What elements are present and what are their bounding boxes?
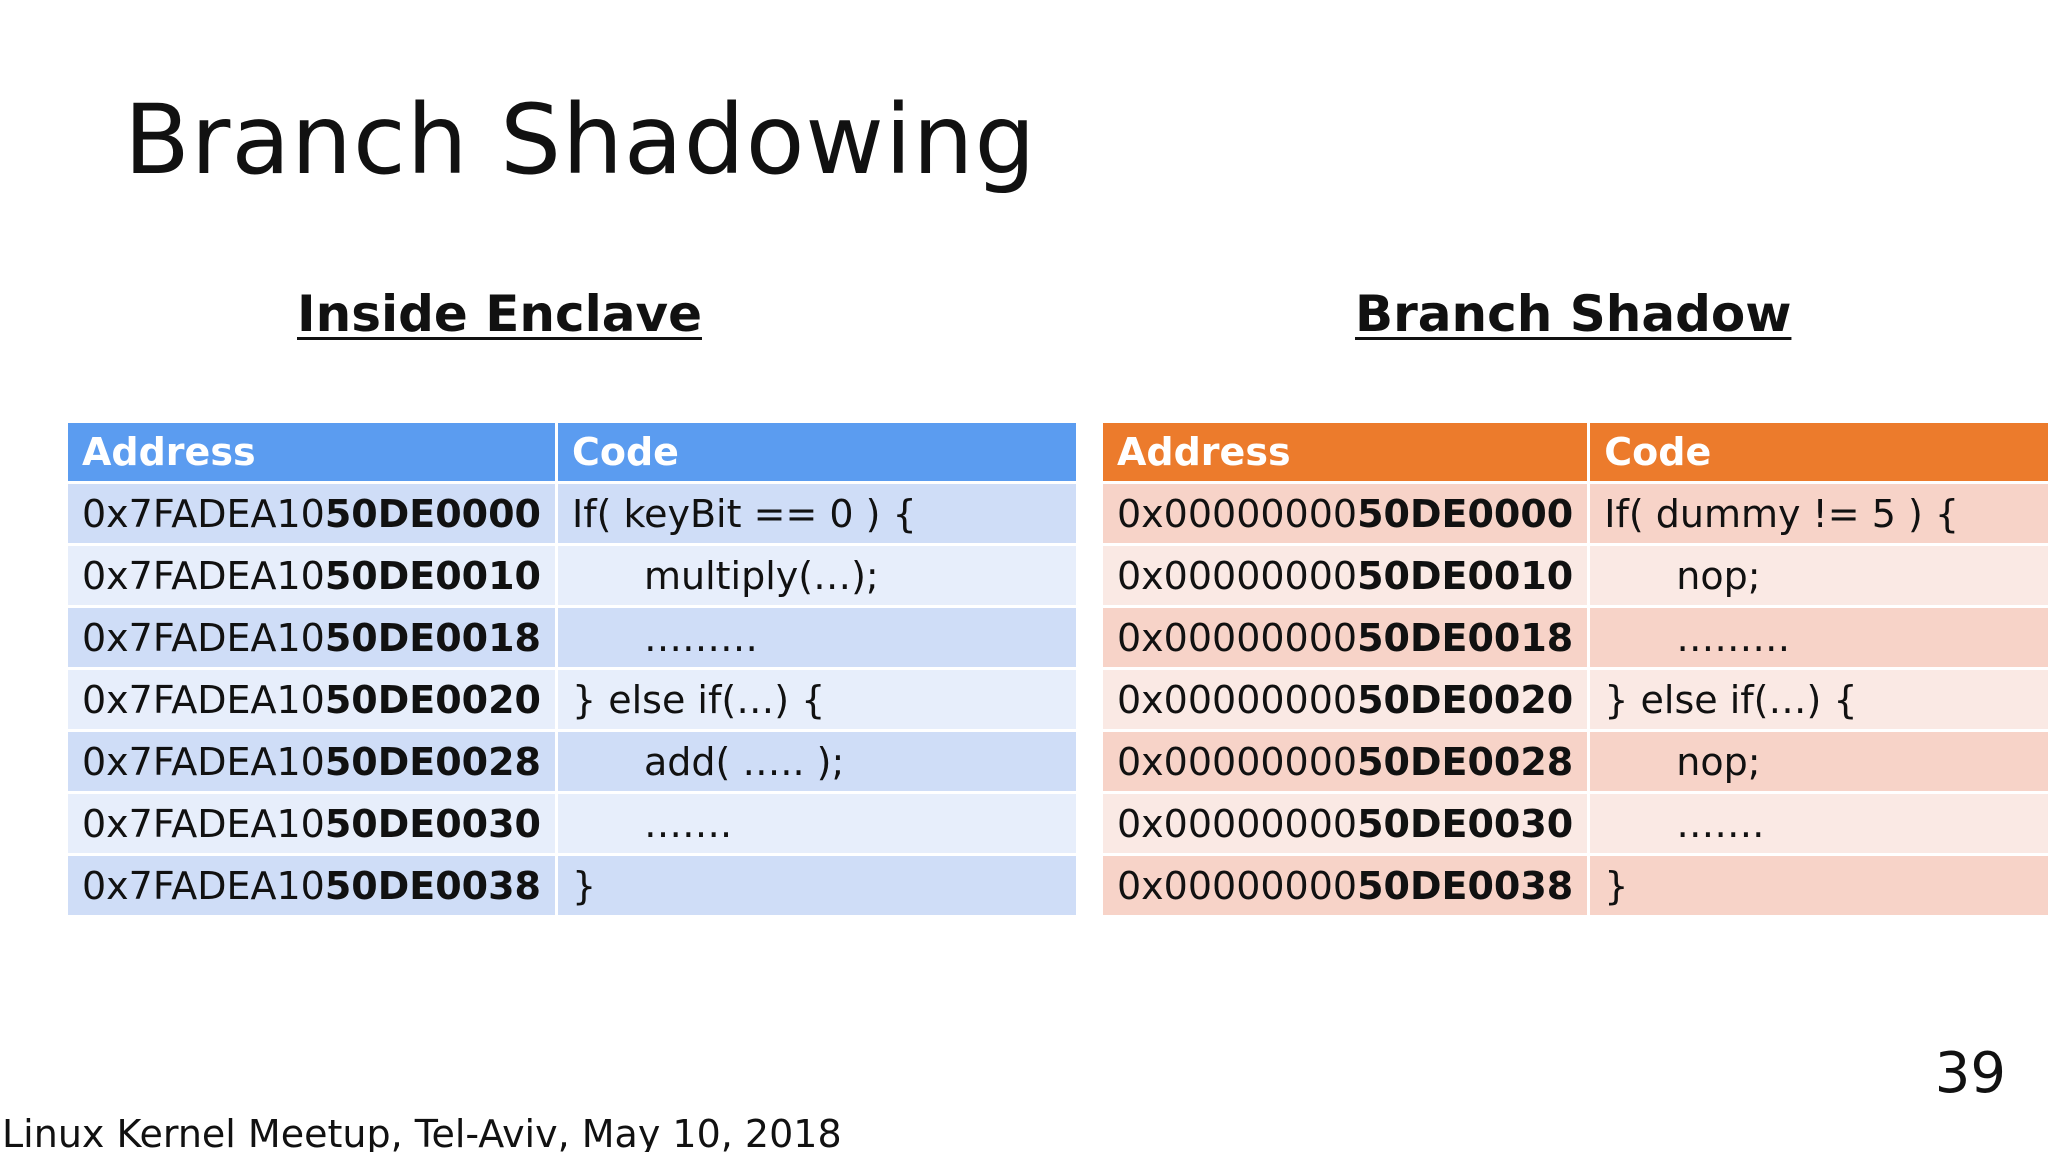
address-suffix: 50DE0038 bbox=[1357, 863, 1574, 908]
address-cell: 0x7FADEA1050DE0010 bbox=[68, 546, 558, 605]
code-cell: nop; bbox=[1590, 546, 2048, 605]
address-cell: 0x0000000050DE0018 bbox=[1103, 608, 1591, 667]
table-row: 0x7FADEA1050DE0000 If( keyBit == 0 ) { bbox=[68, 484, 1076, 543]
table-row: 0x0000000050DE0038 } bbox=[1103, 856, 2048, 915]
address-column-header: Address bbox=[1103, 423, 1591, 481]
address-suffix: 50DE0018 bbox=[324, 615, 541, 660]
code-cell: } bbox=[1590, 856, 2048, 915]
code-cell: nop; bbox=[1590, 732, 2048, 791]
table-row: 0x7FADEA1050DE0028 add( ….. ); bbox=[68, 732, 1076, 791]
code-cell: If( dummy != 5 ) { bbox=[1590, 484, 2048, 543]
address-cell: 0x0000000050DE0030 bbox=[1103, 794, 1591, 853]
address-suffix: 50DE0000 bbox=[1357, 491, 1574, 536]
address-suffix: 50DE0000 bbox=[324, 491, 541, 536]
code-cell: ……… bbox=[1590, 608, 2048, 667]
address-prefix: 0x7FADEA10 bbox=[82, 739, 325, 784]
address-prefix: 0x00000000 bbox=[1117, 677, 1358, 722]
address-prefix: 0x00000000 bbox=[1117, 739, 1358, 784]
code-cell: ……. bbox=[557, 794, 1076, 853]
table-row: 0x7FADEA1050DE0018 ……… bbox=[68, 608, 1076, 667]
address-cell: 0x7FADEA1050DE0020 bbox=[68, 670, 558, 729]
address-suffix: 50DE0028 bbox=[1357, 739, 1574, 784]
table-row: 0x7FADEA1050DE0010 multiply(…); bbox=[68, 546, 1076, 605]
code-cell: } else if(…) { bbox=[557, 670, 1076, 729]
address-suffix: 50DE0020 bbox=[1357, 677, 1574, 722]
table-row: 0x0000000050DE0000 If( dummy != 5 ) { bbox=[1103, 484, 2048, 543]
address-cell: 0x7FADEA1050DE0018 bbox=[68, 608, 558, 667]
table-row: 0x0000000050DE0020 } else if(…) { bbox=[1103, 670, 2048, 729]
slide-footer: Linux Kernel Meetup, Tel-Aviv, May 10, 2… bbox=[2, 1112, 842, 1152]
slide-title: Branch Shadowing bbox=[124, 84, 1037, 196]
address-suffix: 50DE0010 bbox=[324, 553, 541, 598]
address-prefix: 0x7FADEA10 bbox=[82, 863, 325, 908]
address-prefix: 0x00000000 bbox=[1117, 863, 1358, 908]
inside-enclave-table: Address Code 0x7FADEA1050DE0000 If( keyB… bbox=[68, 420, 1076, 918]
code-cell: If( keyBit == 0 ) { bbox=[557, 484, 1076, 543]
address-cell: 0x0000000050DE0010 bbox=[1103, 546, 1591, 605]
address-prefix: 0x00000000 bbox=[1117, 491, 1358, 536]
table-row: 0x7FADEA1050DE0038 } bbox=[68, 856, 1076, 915]
address-suffix: 50DE0030 bbox=[1357, 801, 1574, 846]
address-suffix: 50DE0038 bbox=[324, 863, 541, 908]
table-row: 0x7FADEA1050DE0030 ……. bbox=[68, 794, 1076, 853]
inside-enclave-heading: Inside Enclave bbox=[297, 285, 702, 343]
code-column-header: Code bbox=[557, 423, 1076, 481]
address-cell: 0x7FADEA1050DE0028 bbox=[68, 732, 558, 791]
code-cell: } else if(…) { bbox=[1590, 670, 2048, 729]
address-suffix: 50DE0028 bbox=[324, 739, 541, 784]
branch-shadow-heading: Branch Shadow bbox=[1355, 285, 1792, 343]
code-cell: ……… bbox=[557, 608, 1076, 667]
code-cell: } bbox=[557, 856, 1076, 915]
address-cell: 0x7FADEA1050DE0038 bbox=[68, 856, 558, 915]
address-suffix: 50DE0020 bbox=[324, 677, 541, 722]
table-row: 0x0000000050DE0030 ……. bbox=[1103, 794, 2048, 853]
address-cell: 0x0000000050DE0038 bbox=[1103, 856, 1591, 915]
address-cell: 0x0000000050DE0000 bbox=[1103, 484, 1591, 543]
address-prefix: 0x00000000 bbox=[1117, 553, 1358, 598]
branch-shadow-table: Address Code 0x0000000050DE0000 If( dumm… bbox=[1103, 420, 2048, 918]
address-suffix: 50DE0018 bbox=[1357, 615, 1574, 660]
address-suffix: 50DE0010 bbox=[1357, 553, 1574, 598]
table-row: 0x0000000050DE0028 nop; bbox=[1103, 732, 2048, 791]
table-row: 0x0000000050DE0018 ……… bbox=[1103, 608, 2048, 667]
code-column-header: Code bbox=[1590, 423, 2048, 481]
address-prefix: 0x7FADEA10 bbox=[82, 553, 325, 598]
address-prefix: 0x00000000 bbox=[1117, 801, 1358, 846]
address-prefix: 0x7FADEA10 bbox=[82, 677, 325, 722]
address-suffix: 50DE0030 bbox=[324, 801, 541, 846]
code-cell: ……. bbox=[1590, 794, 2048, 853]
address-prefix: 0x00000000 bbox=[1117, 615, 1358, 660]
address-cell: 0x0000000050DE0028 bbox=[1103, 732, 1591, 791]
table-header-row: Address Code bbox=[68, 423, 1076, 481]
address-prefix: 0x7FADEA10 bbox=[82, 801, 325, 846]
table-row: 0x7FADEA1050DE0020 } else if(…) { bbox=[68, 670, 1076, 729]
address-cell: 0x7FADEA1050DE0000 bbox=[68, 484, 558, 543]
address-column-header: Address bbox=[68, 423, 558, 481]
address-cell: 0x0000000050DE0020 bbox=[1103, 670, 1591, 729]
code-cell: multiply(…); bbox=[557, 546, 1076, 605]
table-header-row: Address Code bbox=[1103, 423, 2048, 481]
page-number: 39 bbox=[1934, 1041, 2006, 1106]
address-cell: 0x7FADEA1050DE0030 bbox=[68, 794, 558, 853]
address-prefix: 0x7FADEA10 bbox=[82, 615, 325, 660]
code-cell: add( ….. ); bbox=[557, 732, 1076, 791]
address-prefix: 0x7FADEA10 bbox=[82, 491, 325, 536]
table-row: 0x0000000050DE0010 nop; bbox=[1103, 546, 2048, 605]
